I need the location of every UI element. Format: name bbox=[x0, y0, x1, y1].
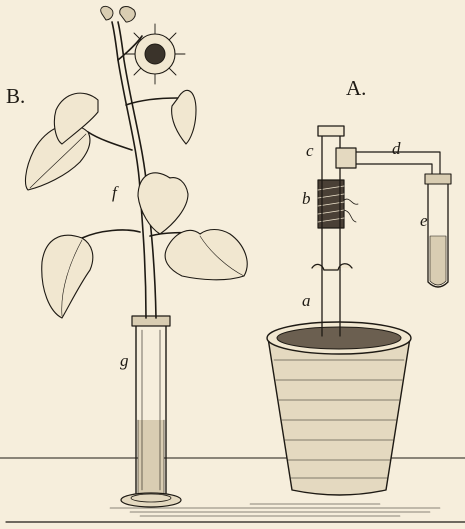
label-c: c bbox=[306, 142, 314, 159]
bent-tube-d bbox=[336, 148, 440, 176]
label-e: e bbox=[420, 212, 428, 229]
label-g: g bbox=[120, 352, 129, 369]
figure-label-a: A. bbox=[346, 78, 366, 99]
sunflower-head bbox=[101, 6, 185, 84]
test-tube-g bbox=[121, 316, 181, 507]
label-f: f bbox=[112, 184, 117, 201]
test-tube-e bbox=[425, 174, 451, 287]
label-a: a bbox=[302, 292, 311, 309]
flower-pot bbox=[267, 322, 411, 495]
rubber-sleeve-b bbox=[318, 180, 358, 228]
figure-label-b: B. bbox=[6, 86, 25, 107]
label-b: b bbox=[302, 190, 311, 207]
label-d: d bbox=[392, 140, 401, 157]
